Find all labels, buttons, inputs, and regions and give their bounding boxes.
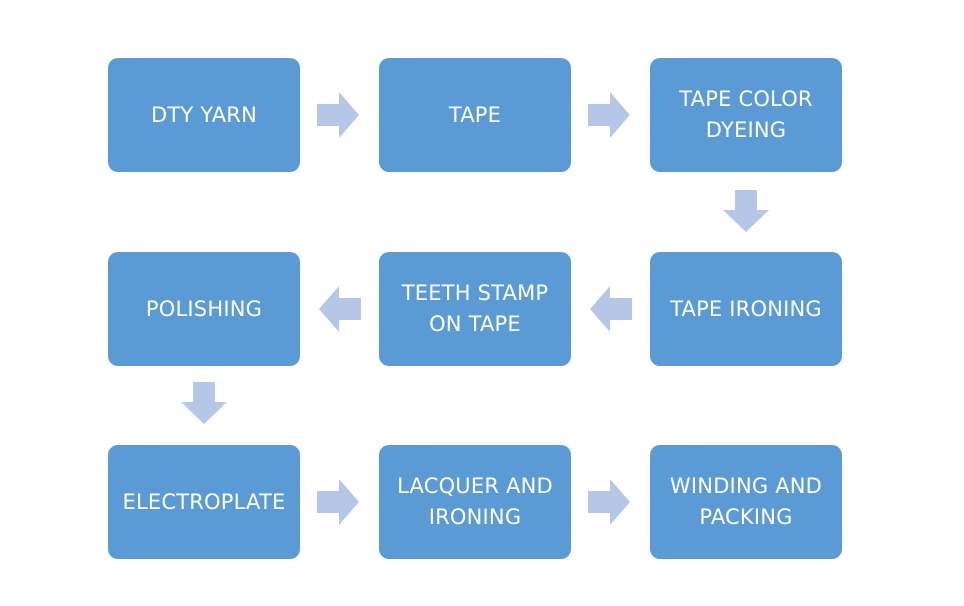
step-label: WINDING AND PACKING [669, 474, 823, 529]
step-electroplate: ELECTROPLATE [108, 445, 300, 559]
arrow-right-icon [588, 479, 630, 525]
arrow-down-icon [723, 190, 769, 232]
step-label: TAPE IRONING [670, 296, 822, 321]
arrow-left-icon [319, 286, 361, 332]
arrow-right-icon [317, 92, 359, 138]
arrow-right-icon [588, 92, 630, 138]
step-dty-yarn: DTY YARN [108, 58, 300, 172]
arrow-right-icon [317, 479, 359, 525]
step-lacquer-and-ironing: LACQUER AND IRONING [379, 445, 571, 559]
step-label: LACQUER AND IRONING [397, 474, 553, 529]
arrow-left-icon [590, 286, 632, 332]
step-tape-ironing: TAPE IRONING [650, 252, 842, 366]
arrow-down-icon [181, 382, 227, 424]
step-label: TAPE [448, 102, 502, 127]
step-label: TAPE COLOR DYEING [679, 87, 813, 142]
step-winding-and-packing: WINDING AND PACKING [650, 445, 842, 559]
step-polishing: POLISHING [108, 252, 300, 366]
step-teeth-stamp-on-tape: TEETH STAMP ON TAPE [379, 252, 571, 366]
step-label: ELECTROPLATE [122, 489, 286, 514]
step-label: TEETH STAMP ON TAPE [401, 281, 549, 336]
step-label: POLISHING [145, 296, 263, 321]
step-label: DTY YARN [151, 102, 257, 127]
step-tape-color-dyeing: TAPE COLOR DYEING [650, 58, 842, 172]
step-tape: TAPE [379, 58, 571, 172]
